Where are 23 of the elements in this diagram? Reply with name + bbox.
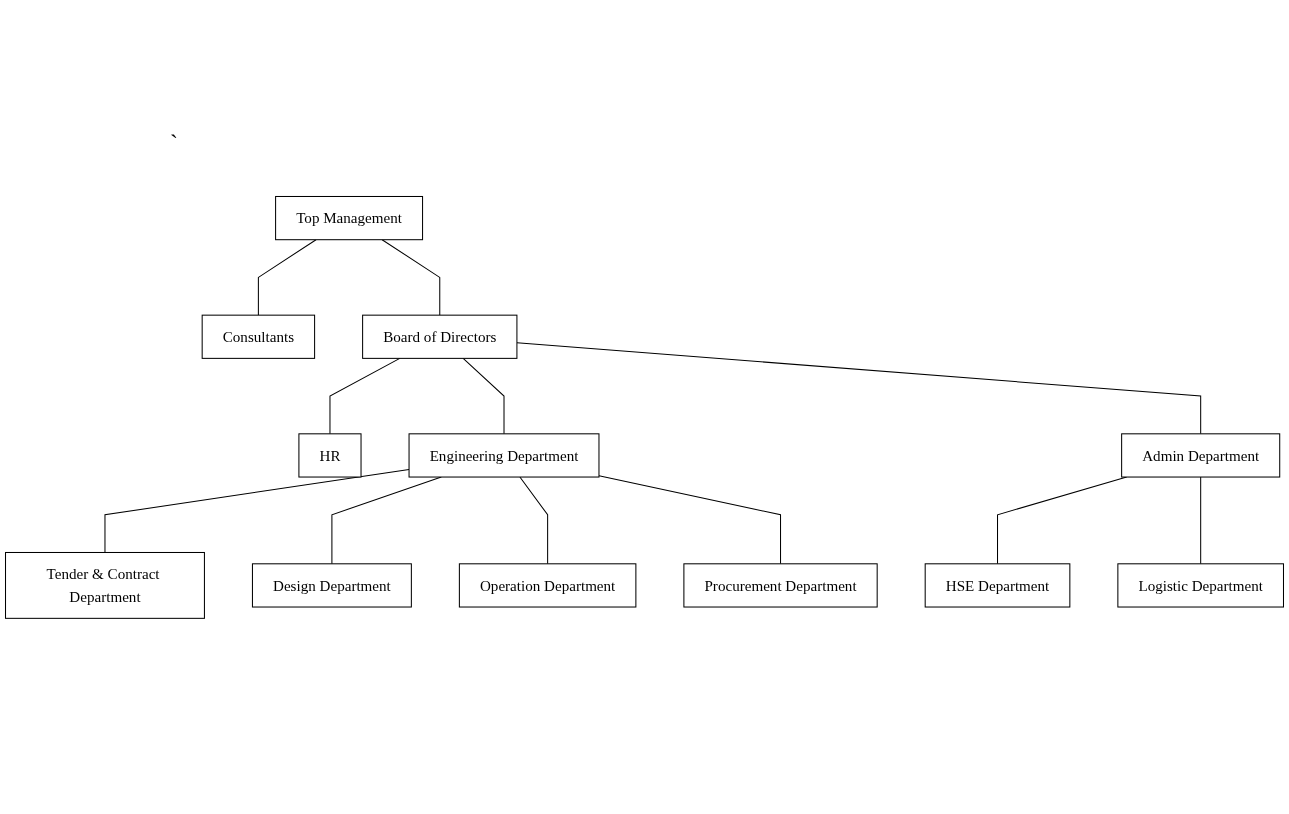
connector	[331, 476, 442, 564]
connector	[598, 474, 782, 564]
connector	[329, 357, 401, 434]
note-text: `	[170, 130, 178, 157]
node-box: Design Department	[251, 562, 412, 608]
node-box: Engineering Department	[408, 432, 600, 478]
connector	[462, 357, 505, 434]
node-box: Top Management	[275, 195, 424, 240]
node-box: Board of Directors	[362, 314, 518, 359]
connector	[516, 341, 1202, 434]
node-box: HR	[298, 432, 362, 478]
node-box: Tender & Contract Department	[5, 551, 205, 619]
connector	[257, 238, 317, 316]
node-box: HSE Department	[924, 562, 1071, 608]
connector	[519, 476, 549, 564]
connector	[1200, 476, 1202, 564]
node-box: Admin Department	[1121, 432, 1281, 478]
node-box: Procurement Department	[683, 562, 878, 608]
node-box: Operation Department	[458, 562, 637, 608]
connector	[104, 468, 410, 553]
node-box: Consultants	[201, 314, 316, 359]
connector	[381, 238, 441, 316]
node-box: Logistic Department	[1117, 562, 1284, 608]
